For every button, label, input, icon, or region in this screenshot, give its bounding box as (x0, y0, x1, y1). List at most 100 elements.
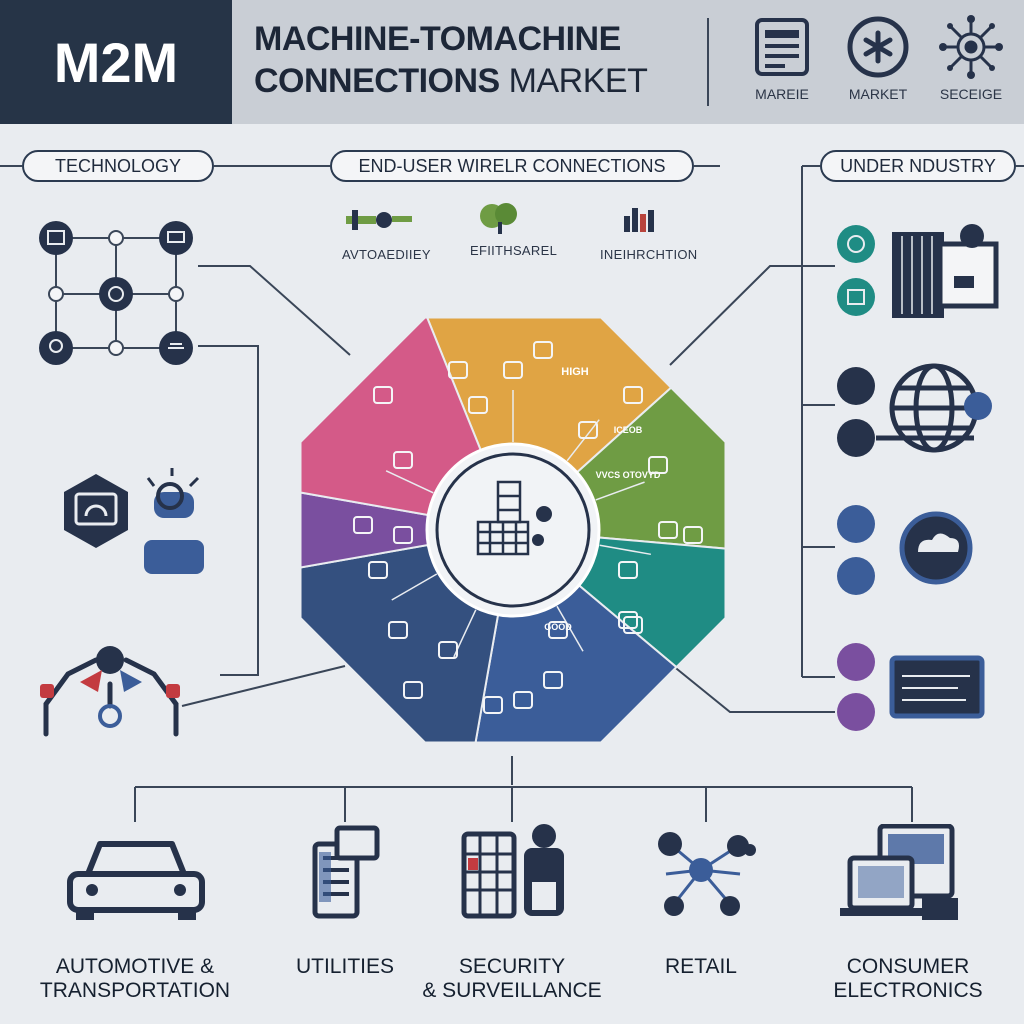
section-industry[interactable]: UNDER NDUSTRY (820, 150, 1016, 182)
category-retail-line1: RETAIL (665, 955, 737, 978)
wheel-spoke (599, 544, 652, 556)
industry-icon-8 (837, 693, 875, 731)
segment-glyph-icon (393, 526, 413, 544)
header-icon-3: SECEIGE (926, 14, 1016, 102)
segment-glyph-icon (548, 621, 568, 639)
wheel-spoke (556, 605, 584, 652)
segment-glyph-icon (683, 526, 703, 544)
end-user-item-1-label: AVTOAEDIIEY (342, 247, 431, 262)
industry-icon-7 (837, 643, 875, 681)
category-security-line1: SECURITY (458, 955, 566, 978)
device-hand-icon (64, 468, 204, 574)
title-line-2-bold: CONNECTIONS (254, 62, 500, 100)
segment-glyph-icon (468, 396, 488, 414)
asterisk-icon (847, 16, 909, 78)
wheel-hub-ring (435, 452, 591, 608)
segment-glyph-icon (513, 691, 533, 709)
globe-icon (876, 363, 979, 453)
segment-glyph-icon (658, 521, 678, 539)
robot-arms-icon (40, 646, 180, 737)
segment-glyph-icon (438, 641, 458, 659)
hub-gear-icon (532, 506, 552, 546)
category-automotive-line2: TRANSPORTATION (39, 979, 231, 1002)
category-utilities[interactable]: UTILITIES (265, 824, 425, 979)
header-icon-1: MAREIE (737, 14, 827, 102)
wheel-spoke (595, 481, 645, 501)
category-security-line2: & SURVEILLANCE (422, 979, 602, 1002)
industry-icon-3 (837, 367, 875, 405)
page-title: MACHINE-TOMACHINE CONNECTIONS MARKET (254, 18, 648, 102)
header-icon-1-label: MAREIE (755, 86, 809, 102)
title-line-1: MACHINE-TOMACHINE (254, 20, 621, 58)
segment-icons (353, 341, 703, 714)
segment-wheel: HIGH ICEOB VVCS OTOVYD GOOD (299, 316, 727, 744)
wheel-spoke (391, 573, 438, 601)
industry-icon-6 (837, 557, 875, 595)
segment-glyph-icon (618, 561, 638, 579)
segment-glyph-icon (623, 386, 643, 404)
segment-glyph-icon (578, 421, 598, 439)
section-end-user-label: END-USER WIRELR CONNECTIONS (358, 155, 666, 176)
chart-icon (624, 208, 654, 232)
end-user-item-1: AVTOAEDIIEY (342, 204, 431, 262)
industry-icons (837, 224, 999, 731)
tech-network-grid (39, 221, 193, 365)
wheel-spoke (385, 470, 434, 494)
section-end-user[interactable]: END-USER WIRELR CONNECTIONS (330, 150, 694, 182)
industry-icon-2 (837, 278, 875, 316)
segment-glyph-icon (543, 671, 563, 689)
segment-text: ICEOB (614, 425, 643, 435)
security-camera-icon (461, 824, 564, 919)
plant-icon (480, 203, 517, 234)
segment-text: VVCS OTOVYD (596, 470, 661, 480)
category-retail[interactable]: RETAIL (626, 824, 776, 979)
segment-text: GOOD (544, 622, 572, 632)
segment-glyph-icon (483, 696, 503, 714)
section-industry-label: UNDER NDUSTRY (840, 155, 996, 176)
segment-glyph-icon (503, 361, 523, 379)
brand-logo: M2M (0, 0, 232, 124)
server-icon (755, 18, 809, 76)
factory-icon (892, 224, 999, 318)
brand-text: M2M (53, 30, 179, 94)
utility-meter-icon (312, 825, 380, 919)
end-user-item-2: EFIITHSAREL (470, 200, 557, 258)
end-user-item-2-label: EFIITHSAREL (470, 243, 558, 258)
category-automotive-line1: AUTOMOTIVE & (55, 955, 215, 978)
category-security[interactable]: SECURITY& SURVEILLANCE (412, 824, 612, 1003)
segment-glyph-icon (618, 611, 638, 629)
car-icon (67, 841, 205, 920)
section-technology-label: TECHNOLOGY (54, 155, 182, 176)
header-icon-2: MARKET (833, 14, 923, 102)
end-user-item-3-label: INEIHRCHTION (600, 247, 698, 262)
retail-network-icon (658, 832, 756, 916)
segment-glyph-icon (448, 361, 468, 379)
industry-icon-4 (837, 419, 875, 457)
segment-glyph-icon (403, 681, 423, 699)
section-technology[interactable]: TECHNOLOGY (22, 150, 214, 182)
electronics-icon (840, 823, 958, 920)
title-line-2-light: MARKET (499, 62, 648, 100)
segment-glyph-icon (373, 386, 393, 404)
industry-icon-1 (837, 225, 875, 263)
machinery-icon (346, 210, 412, 230)
category-electronics-line2: ELECTRONICS (833, 979, 983, 1002)
segment-glyph-icon (393, 451, 413, 469)
wheel-hub (425, 442, 601, 618)
wheel-spoke (566, 419, 600, 462)
segment-glyph-icon (368, 561, 388, 579)
segment-glyph-icon (353, 516, 373, 534)
header-icon-2-label: MARKET (848, 86, 908, 102)
header-divider (707, 18, 709, 106)
category-utilities-line1: UTILITIES (295, 955, 395, 978)
network-hub-icon (939, 15, 1003, 79)
category-automotive[interactable]: AUTOMOTIVE &TRANSPORTATION (20, 824, 250, 1003)
hub-building-icon (476, 480, 530, 556)
segment-glyph-icon (388, 621, 408, 639)
category-electronics-line1: CONSUMER (846, 955, 970, 978)
industry-icon-5 (837, 505, 875, 543)
segment-text: HIGH (561, 366, 589, 378)
globe-badge (964, 392, 992, 420)
